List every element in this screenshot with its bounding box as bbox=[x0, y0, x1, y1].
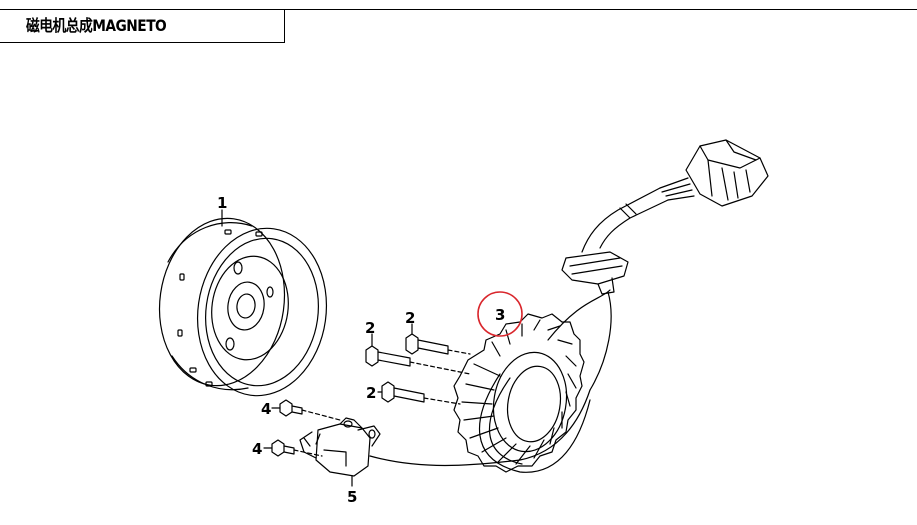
flywheel-drawing bbox=[158, 209, 328, 397]
callout-4-lower: 4 bbox=[252, 440, 262, 458]
bolt-upper-left bbox=[365, 333, 471, 375]
screw-upper bbox=[271, 399, 341, 421]
highlight-circle bbox=[477, 291, 523, 337]
callout-2-lower: 2 bbox=[366, 384, 376, 402]
title-box bbox=[0, 9, 285, 43]
title-rule bbox=[0, 9, 917, 10]
callout-5: 5 bbox=[347, 488, 357, 506]
harness-connector-drawing bbox=[561, 139, 769, 295]
bolt-upper-right bbox=[405, 323, 471, 355]
callout-4-upper: 4 bbox=[261, 400, 271, 418]
page-title: 磁电机总成MAGNETO bbox=[26, 16, 167, 35]
callout-2-upper-left: 2 bbox=[365, 319, 375, 337]
callout-2-upper-right: 2 bbox=[405, 309, 415, 327]
callout-3: 3 bbox=[495, 306, 505, 324]
screw-lower bbox=[263, 439, 323, 457]
callout-1: 1 bbox=[217, 194, 227, 212]
pickup-sensor-drawing bbox=[299, 389, 591, 487]
bolt-lower bbox=[377, 381, 461, 405]
stator-drawing bbox=[453, 289, 612, 473]
